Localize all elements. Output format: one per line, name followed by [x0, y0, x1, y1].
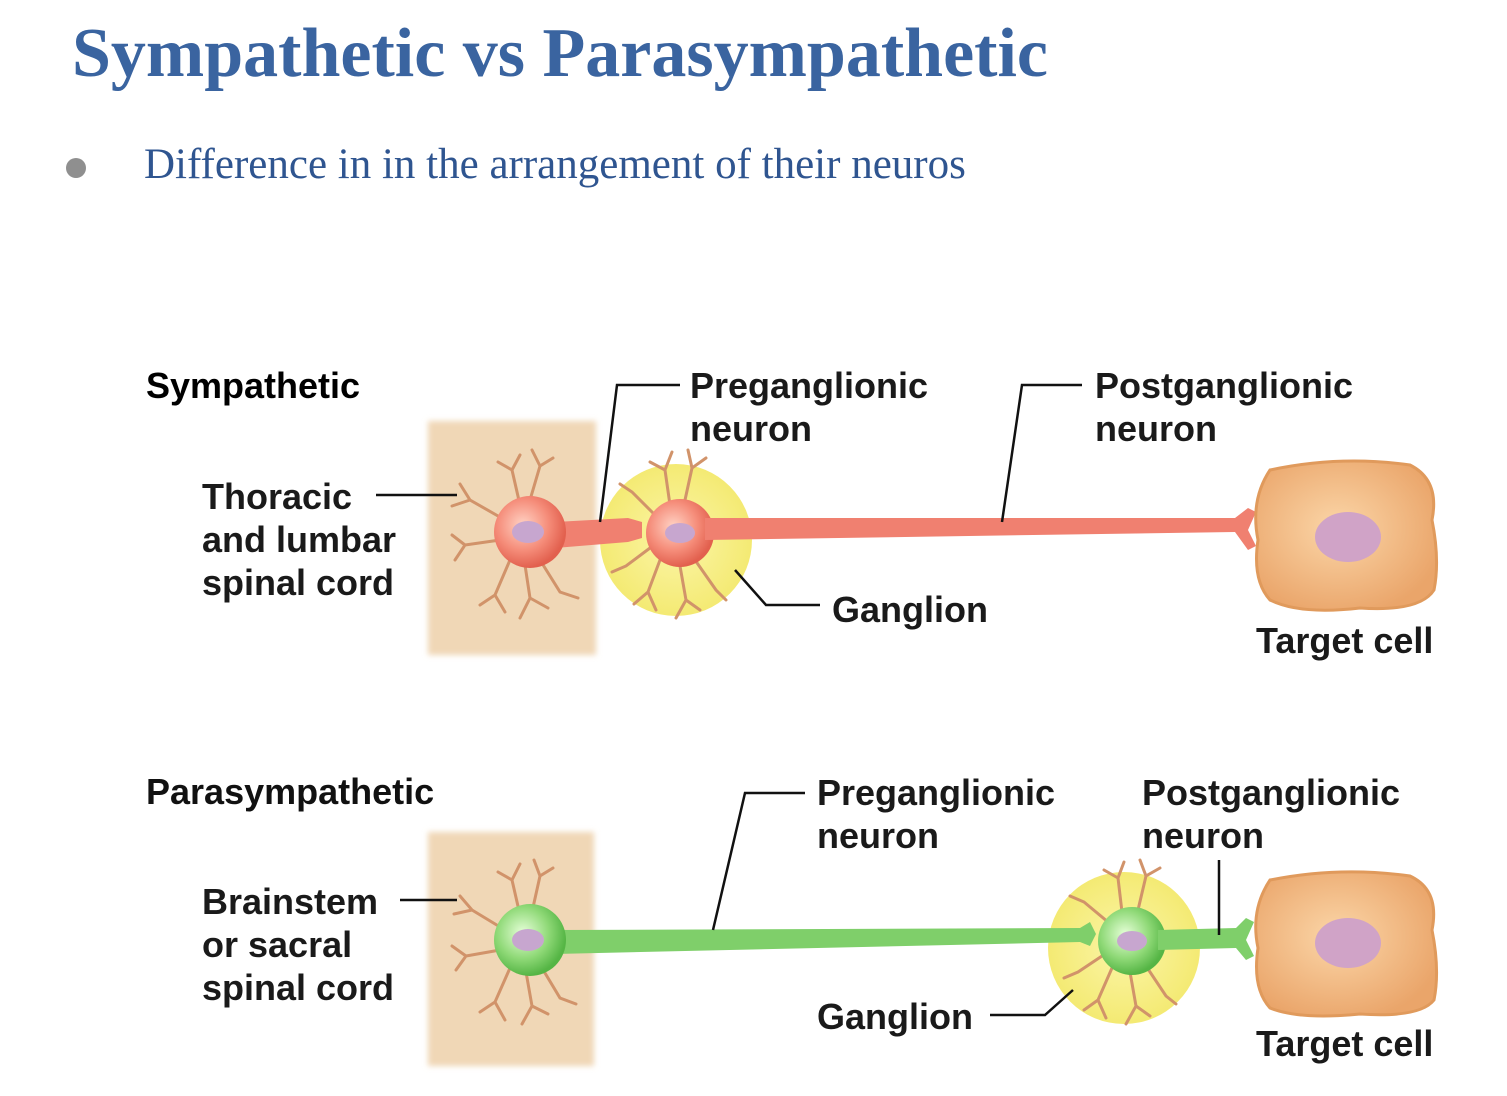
sympathetic-origin-label: Thoracic and lumbar spinal cord: [202, 476, 397, 603]
parasympathetic-target-nucleus: [1315, 918, 1381, 968]
parasympathetic-pre-axon: [555, 922, 1096, 954]
parasympathetic-pre-dendrites: [450, 858, 578, 1026]
parasympathetic-postganglionic-label: Postganglionic neuron: [1142, 772, 1401, 856]
parasympathetic-ganglion-label: Ganglion: [817, 996, 973, 1037]
sympathetic-leader-lines: [376, 383, 1082, 607]
sympathetic-ganglion-label: Ganglion: [832, 589, 988, 630]
slide-title: Sympathetic vs Parasympathetic: [72, 15, 1049, 92]
bullet-dot-icon: [66, 158, 86, 178]
sympathetic-target-label: Target cell: [1256, 620, 1434, 661]
parasympathetic-pre-nucleus: [512, 929, 544, 951]
parasympathetic-origin-label: Brainstem or sacral spinal cord: [202, 881, 395, 1008]
sympathetic-preganglionic-label: Preganglionic neuron: [690, 365, 929, 449]
sympathetic-pre-axon: [555, 518, 642, 548]
parasympathetic-preganglionic-label: Preganglionic neuron: [817, 772, 1056, 856]
parasympathetic-target-label: Target cell: [1256, 1023, 1434, 1064]
sympathetic-post-dendrites: [610, 448, 728, 620]
parasympathetic-post-axon: [1158, 918, 1254, 960]
bullet-text: Difference in in the arrangement of thei…: [144, 141, 966, 188]
parasympathetic-leader-lines: [400, 791, 1221, 1017]
parasympathetic-heading: Parasympathetic: [146, 771, 434, 812]
sympathetic-post-axon: [705, 508, 1256, 550]
sympathetic-postganglionic-label: Postganglionic neuron: [1095, 365, 1354, 449]
sympathetic-panel: Sympathetic: [146, 365, 1439, 655]
parasympathetic-post-nucleus: [1117, 931, 1147, 951]
parasympathetic-panel: Parasympathetic: [146, 771, 1439, 1066]
sympathetic-target-nucleus: [1315, 512, 1381, 562]
parasympathetic-post-dendrites: [1062, 858, 1178, 1026]
sympathetic-pre-nucleus: [512, 521, 544, 543]
sympathetic-pre-dendrites: [450, 448, 580, 620]
sympathetic-post-nucleus: [665, 523, 695, 543]
sympathetic-heading: Sympathetic: [146, 365, 360, 406]
